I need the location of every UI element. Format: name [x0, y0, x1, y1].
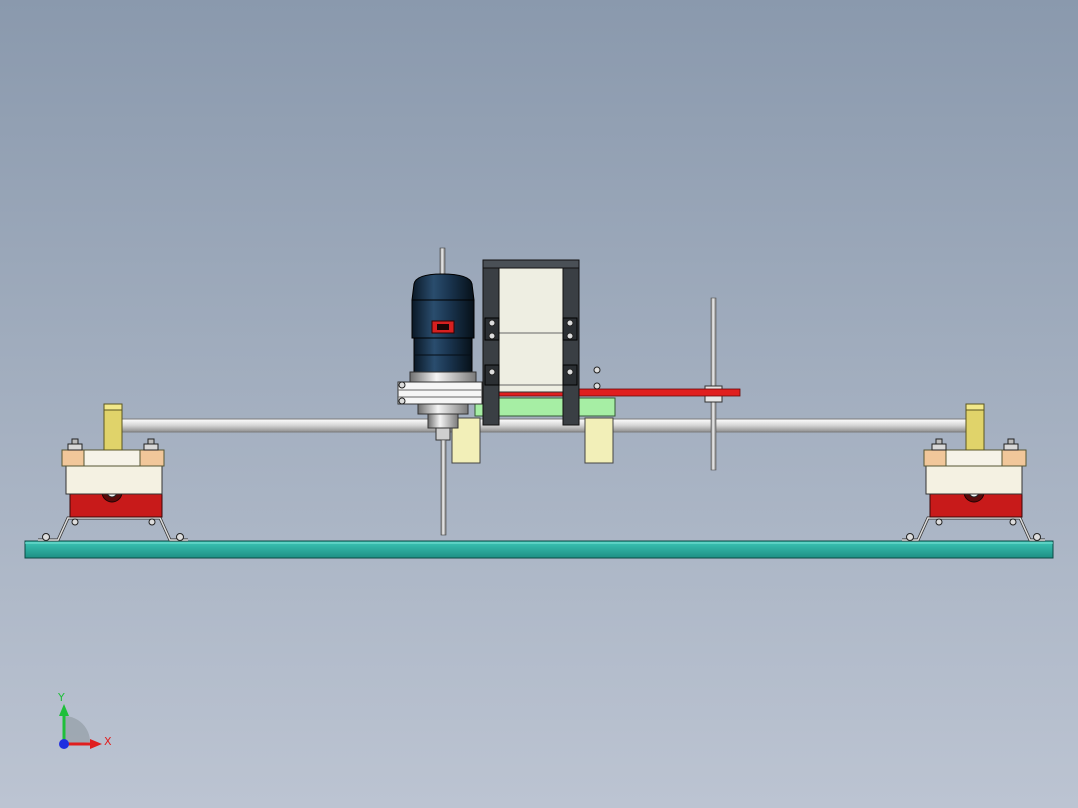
left-clamp-post — [103, 403, 123, 451]
frame-clamps — [484, 317, 601, 390]
carriage-assembly[interactable] — [397, 247, 616, 536]
frame-left-rail — [482, 259, 500, 426]
triad-x-label: X — [104, 735, 112, 748]
frame-right-rail — [562, 259, 580, 426]
router-motor-icon[interactable] — [397, 247, 483, 536]
left-bolts — [67, 438, 159, 526]
carriage-plate — [474, 397, 616, 417]
right-clamp-post — [965, 403, 985, 451]
guide-rail[interactable] — [117, 418, 971, 433]
base-plate[interactable] — [24, 540, 1054, 559]
frame-panel — [495, 261, 567, 393]
right-bolts — [931, 438, 1019, 526]
left-support-assembly[interactable] — [38, 403, 188, 542]
coordinate-triad-icon: Y X — [57, 691, 112, 749]
triad-y-label: Y — [57, 691, 65, 704]
vertical-measurement-rod[interactable] — [704, 297, 723, 471]
carriage-foot-right — [584, 417, 614, 464]
right-support-assembly[interactable] — [902, 403, 1045, 542]
